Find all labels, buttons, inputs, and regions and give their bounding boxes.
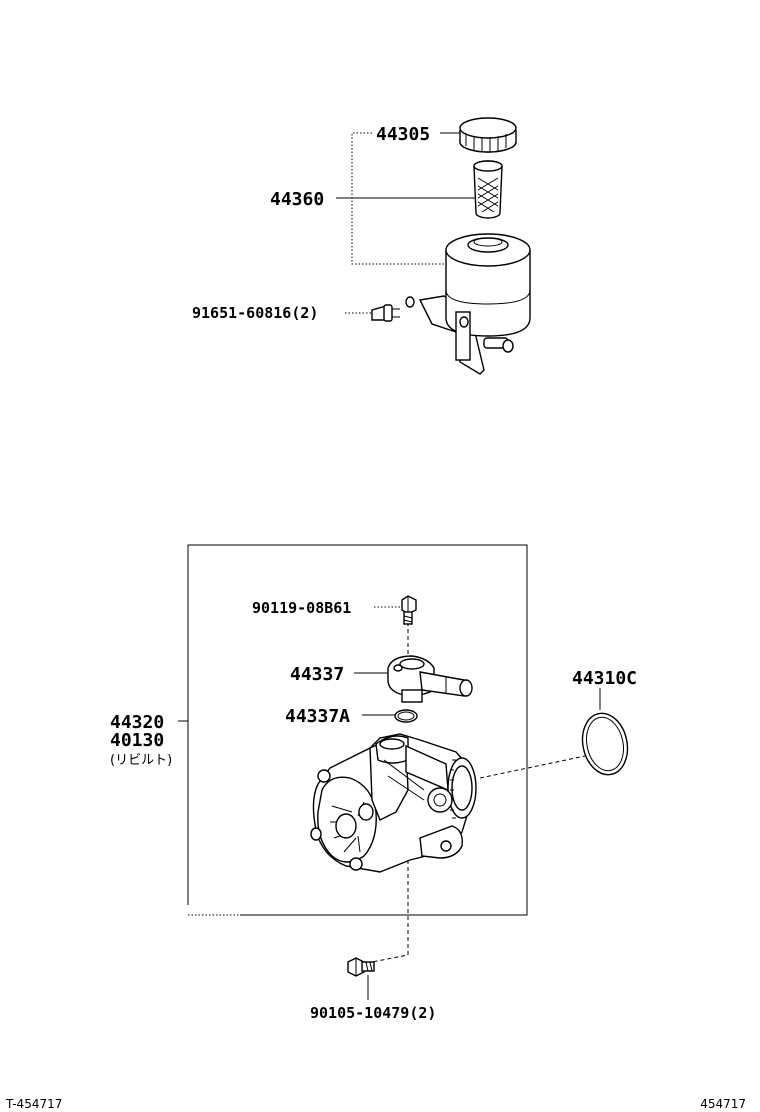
pump-assy-box	[187, 544, 528, 916]
label-union[interactable]: 44337	[290, 664, 344, 685]
reservoir-drawing	[405, 233, 531, 375]
label-pump-bolt-qty: (2)	[409, 1004, 436, 1022]
o-ring-pump-drawing	[581, 712, 629, 776]
label-o-ring-union[interactable]: 44337A	[285, 706, 350, 727]
footer-left-id: T-454717	[5, 1097, 62, 1111]
pump-drawing	[310, 733, 477, 873]
label-reservoir-bolt[interactable]: 91651-60816(2)	[192, 304, 318, 322]
union-bolt-drawing	[401, 595, 417, 625]
label-o-ring-pump[interactable]: 44310C	[572, 668, 637, 689]
pump-bolt-axis	[371, 860, 409, 963]
o-ring-pump-inner	[586, 716, 624, 772]
reservoir-bolt-drawing	[371, 304, 400, 322]
filter-drawing	[473, 160, 503, 219]
reservoir-cap-drawing	[459, 117, 517, 153]
footer-right-id: 454717	[700, 1097, 746, 1111]
o-ring-union-inner	[397, 711, 415, 721]
label-pump-bolt[interactable]: 90105-10479(2)	[310, 1004, 436, 1022]
label-filter[interactable]: 44360	[270, 189, 324, 210]
union-drawing	[387, 655, 473, 703]
label-pump-assy[interactable]: 44320	[110, 712, 164, 733]
label-reservoir-bolt-qty: (2)	[291, 304, 318, 322]
label-pump-assy-alt[interactable]: 40130	[110, 730, 164, 751]
label-union-bolt[interactable]: 90119-08B61	[252, 599, 351, 617]
label-cap[interactable]: 44305	[376, 124, 430, 145]
label-pump-assy-note: (リビルト)	[110, 753, 172, 768]
o-ring-pump-axis	[479, 755, 586, 779]
pump-bolt-drawing	[347, 957, 375, 977]
